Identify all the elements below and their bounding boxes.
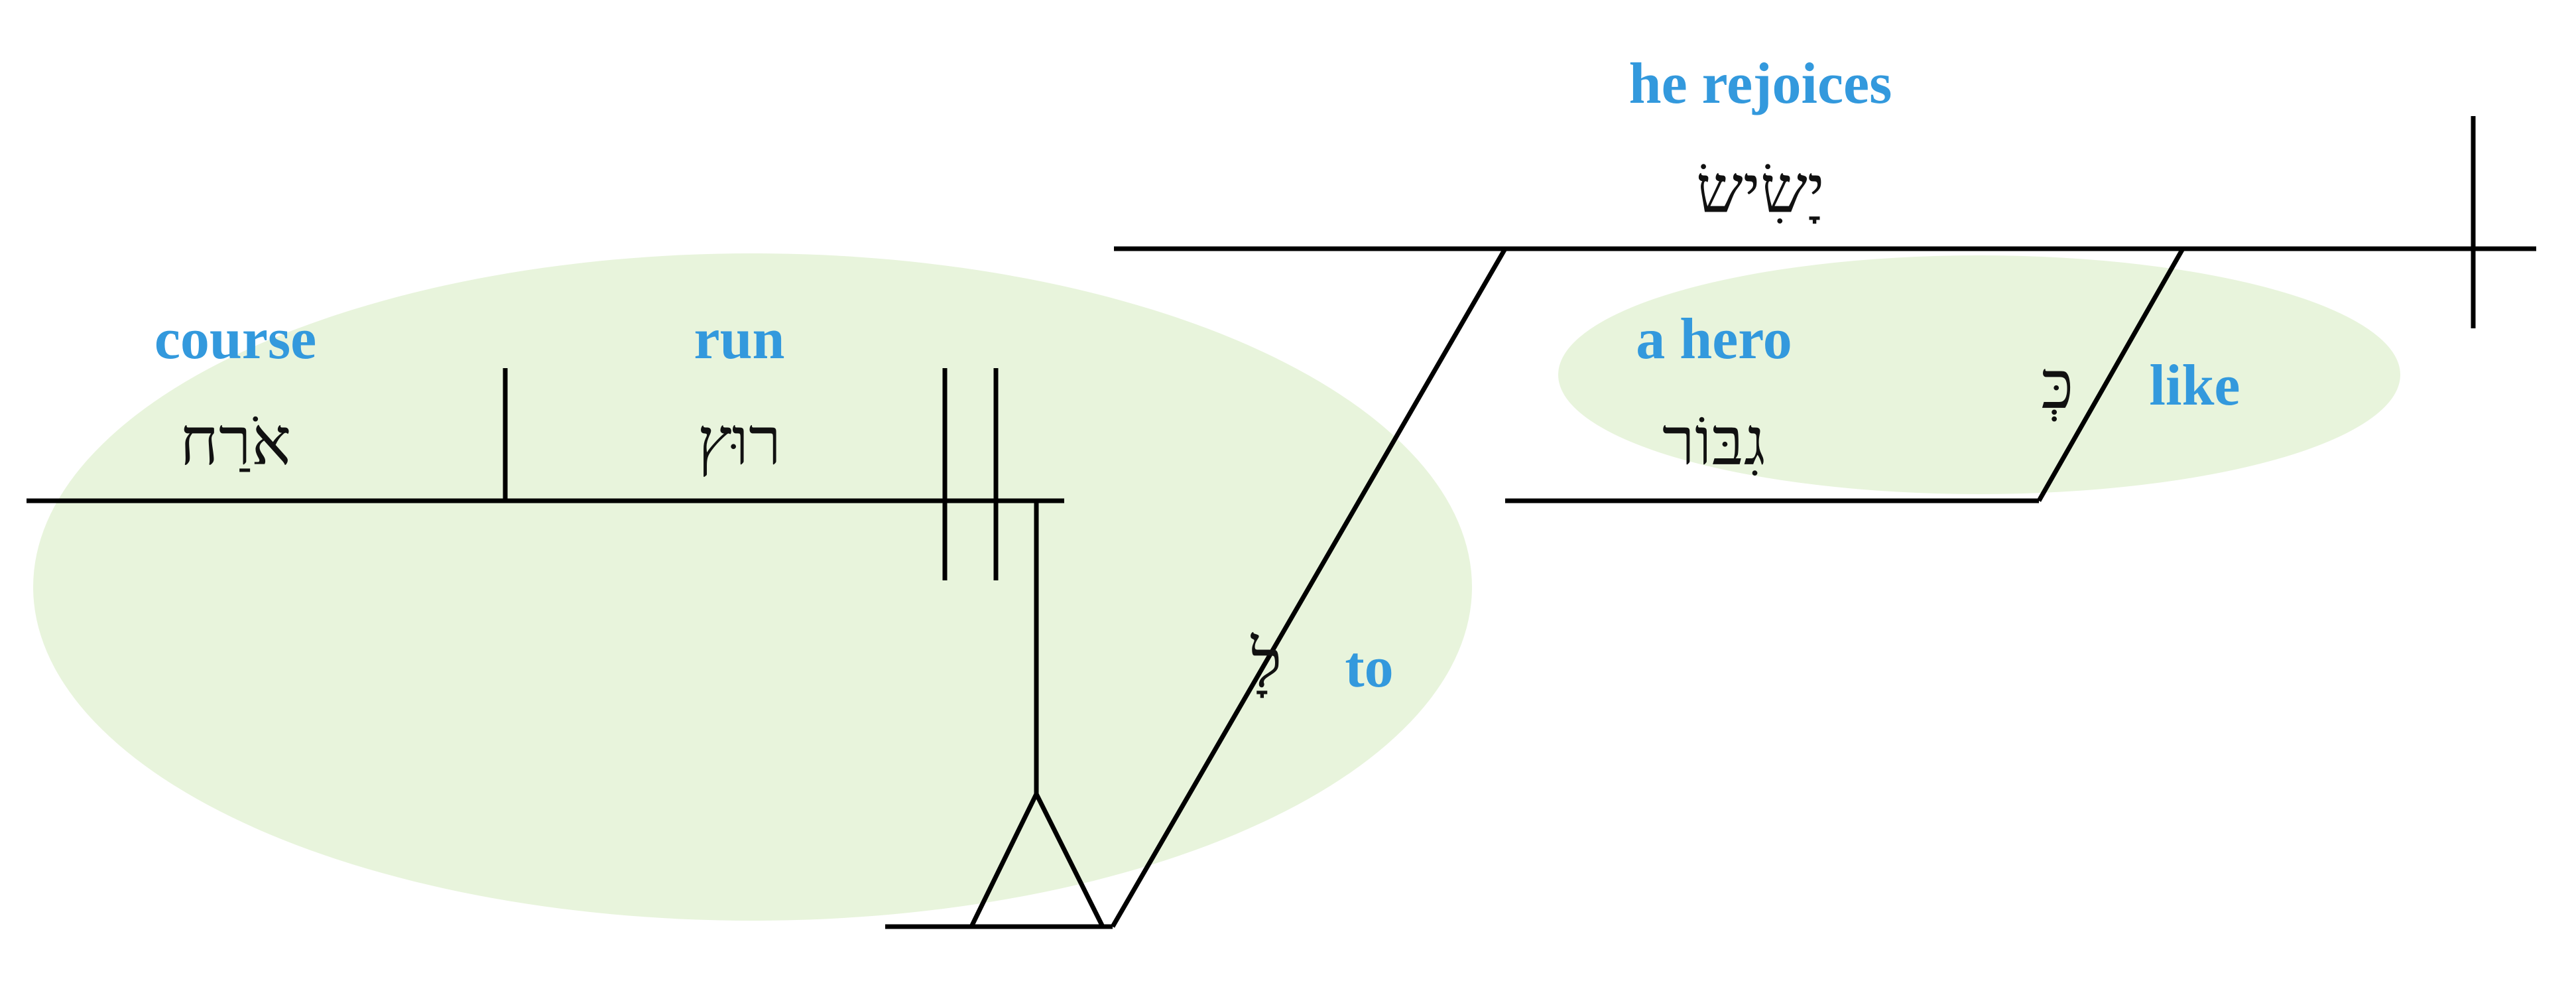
to-gloss: to	[1345, 635, 1393, 700]
course-gloss: course	[154, 307, 316, 371]
hero-gloss: a hero	[1636, 307, 1792, 371]
like-hebrew: כְּ	[2042, 346, 2074, 424]
pedestal-triangle	[969, 789, 1105, 928]
like-preposition-slant	[2036, 247, 2185, 502]
like-gloss: like	[2150, 354, 2240, 418]
verb-gloss: he rejoices	[1629, 52, 1892, 116]
infinitive-phrase-highlight	[33, 253, 1472, 921]
verb-hebrew: יָשִׂישׂ	[1696, 151, 1825, 228]
run-gloss: run	[694, 307, 785, 371]
to-preposition-slant	[1110, 247, 1508, 928]
run-hebrew: רוּץ	[698, 403, 782, 480]
to-hebrew: לָ	[1251, 625, 1282, 702]
hero-hebrew: גִבּוֹר	[1662, 403, 1766, 480]
course-hebrew: אֹרַח	[180, 403, 291, 480]
comparison-phrase-highlight	[1558, 255, 2400, 494]
